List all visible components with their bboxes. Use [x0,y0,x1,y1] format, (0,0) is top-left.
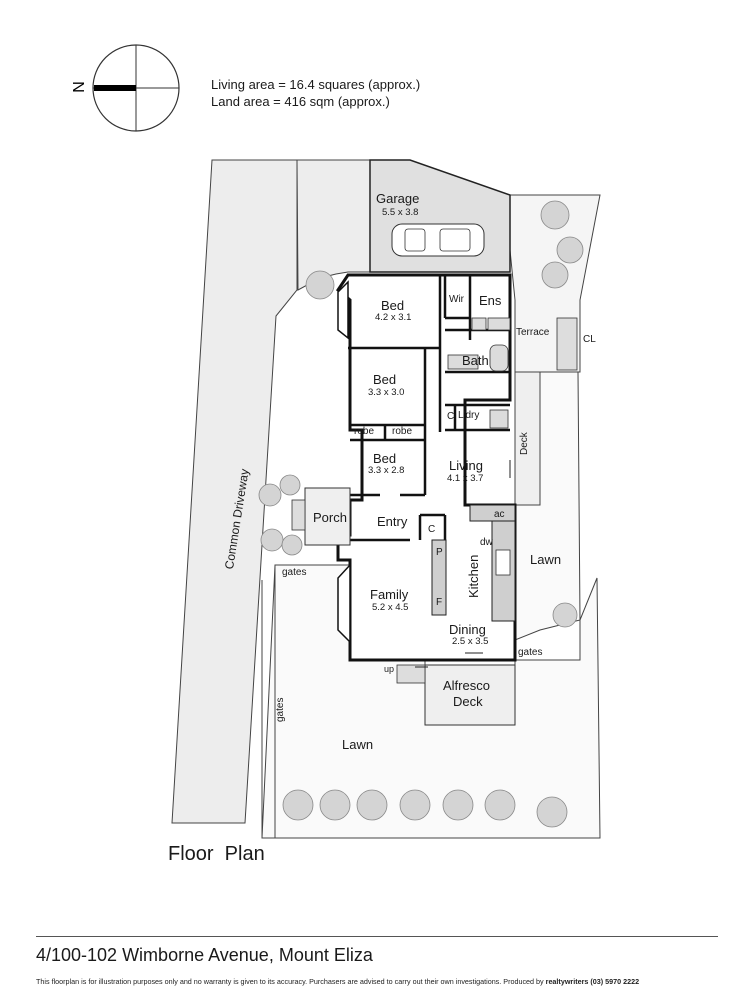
wet-area-fixtures [447,317,511,429]
bed3-dims: 3.3 x 2.8 [368,465,405,476]
bed2-label: Bed [373,372,397,387]
area-info: Living area = 16.4 squares (approx.) Lan… [211,76,420,110]
wir-label: Wir [449,294,464,305]
garage-label: Garage [376,191,420,206]
bed3-label: Bed [373,451,397,466]
robe1-label: robe [354,426,375,437]
alfresco-label-2: Deck [453,694,483,709]
dining-label: Dining [449,622,486,637]
lawn-east-label: Lawn [530,552,562,567]
garage [369,159,511,273]
alfresco-label-1: Alfresco [443,678,490,693]
cl-label: CL [583,334,596,345]
terrace-label: Terrace [516,327,550,338]
tree-icon [442,789,474,821]
up-label: up [384,664,395,674]
dw-label: dw [480,537,493,548]
bathtub-icon [489,344,509,372]
tree-icon [305,270,335,300]
house-outline [336,273,517,662]
deck-label: Deck [519,432,530,455]
north-arrow-icon [94,85,136,91]
pantry-label: P [436,547,443,558]
ens-label: Ens [479,293,502,308]
trees [258,200,584,828]
plan-title: Floor Plan [168,843,265,865]
outdoor-structures [291,317,578,726]
floor-plan-diagram: N [71,44,601,839]
compass: N [71,44,180,132]
sink-icon [495,549,511,576]
tree-icon [536,796,568,828]
laundry-label: L'dry [458,410,480,421]
gates-west-label: gates [275,697,286,722]
tree-icon [484,789,516,821]
toilet-icon [471,317,487,331]
family-dims: 5.2 x 4.5 [372,602,409,613]
bath-label: Bath [462,353,489,368]
disclaimer: This floorplan is for illustration purpo… [36,977,639,986]
interior-walls [348,275,510,542]
tree-icon [319,789,351,821]
living-area-text: Living area = 16.4 squares (approx.) [211,77,421,92]
porch-label: Porch [313,510,347,525]
washing-machine-icon [489,409,509,429]
producer-credit: realtywriters (03) 5970 2222 [545,977,640,986]
tree-icon [541,261,569,289]
ac-label: ac [494,509,505,520]
robe2-label: robe [392,426,413,437]
property-address: 4/100-102 Wimborne Avenue, Mount Eliza [36,945,373,965]
north-letter: N [71,81,88,93]
site-boundary [171,159,601,839]
tree-icon [279,474,301,496]
kitchen-label: Kitchen [466,554,481,598]
shower-icon [487,317,511,331]
family-label: Family [370,587,409,602]
tree-icon [282,789,314,821]
tree-icon [260,528,284,552]
kitchen-benches [431,504,516,622]
cupboard-c2: C [428,524,436,535]
disclaimer-text: This floorplan is for illustration purpo… [36,977,546,986]
bed2-dims: 3.3 x 3.0 [368,387,405,398]
bed1-label: Bed [381,298,405,313]
dining-dims: 2.5 x 3.5 [452,636,489,647]
tree-icon [556,236,584,264]
land-area-text: Land area = 416 sqm (approx.) [211,94,390,109]
gates-east-label: gates [518,647,543,658]
tree-icon [552,602,578,628]
car-icon [391,223,485,257]
living-dims: 4.1 x 3.7 [447,473,484,484]
lawn-south-label: Lawn [342,737,374,752]
tree-icon [258,483,282,507]
tree-icon [281,534,303,556]
entry-label: Entry [377,514,408,529]
tree-icon [356,789,388,821]
living-label: Living [449,458,483,473]
gates-north-label: gates [282,567,307,578]
footer-divider [36,936,718,937]
cupboard-c1: C [447,411,455,422]
fridge-label: F [436,597,443,608]
garage-dims: 5.5 x 3.8 [382,207,419,218]
vanity-icon [447,354,479,370]
tree-icon [540,200,570,230]
bed1-dims: 4.2 x 3.1 [375,312,412,323]
tree-icon [399,789,431,821]
